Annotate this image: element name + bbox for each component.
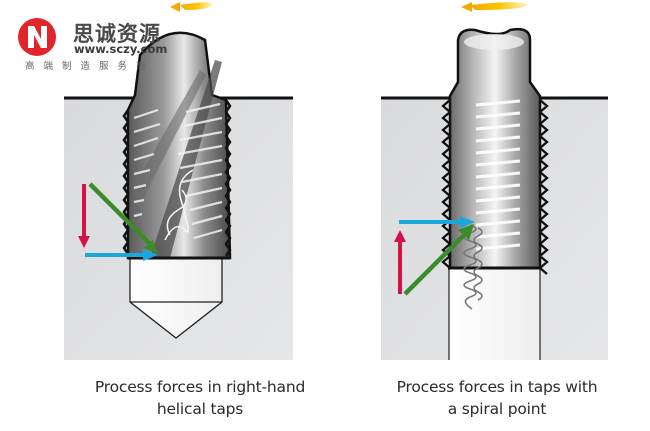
chip	[164, 169, 194, 241]
caption-left-line2: helical taps	[156, 400, 244, 418]
helical-tap	[122, 31, 232, 260]
right-panel	[381, 2, 608, 360]
left-panel	[64, 2, 293, 360]
caption-left-line1: Process forces in right-hand	[94, 378, 306, 396]
spiral-point-tap	[441, 27, 549, 310]
chip	[463, 224, 483, 310]
rotation-arrow-right	[461, 2, 528, 12]
watermark-url: www.sczy.com	[74, 42, 168, 56]
force-arrows-right	[394, 216, 475, 296]
caption-right: Process forces in taps with a spiral poi…	[352, 376, 642, 420]
caption-right-line2: a spiral point	[447, 400, 547, 418]
logo-n-icon	[28, 26, 47, 48]
drill-hole	[449, 268, 540, 360]
resultant-force-arrow	[403, 231, 468, 296]
resultant-force-arrow	[88, 182, 152, 246]
caption-right-line1: Process forces in taps with	[396, 378, 598, 396]
watermark-logo	[18, 18, 56, 56]
rotation-arrow-left	[170, 2, 212, 12]
caption-left: Process forces in right-hand helical tap…	[40, 376, 360, 420]
force-arrows-left	[78, 182, 158, 261]
watermark-brand: 思诚资源	[73, 22, 161, 46]
watermark-tagline: 高端制造服务商	[25, 61, 155, 72]
